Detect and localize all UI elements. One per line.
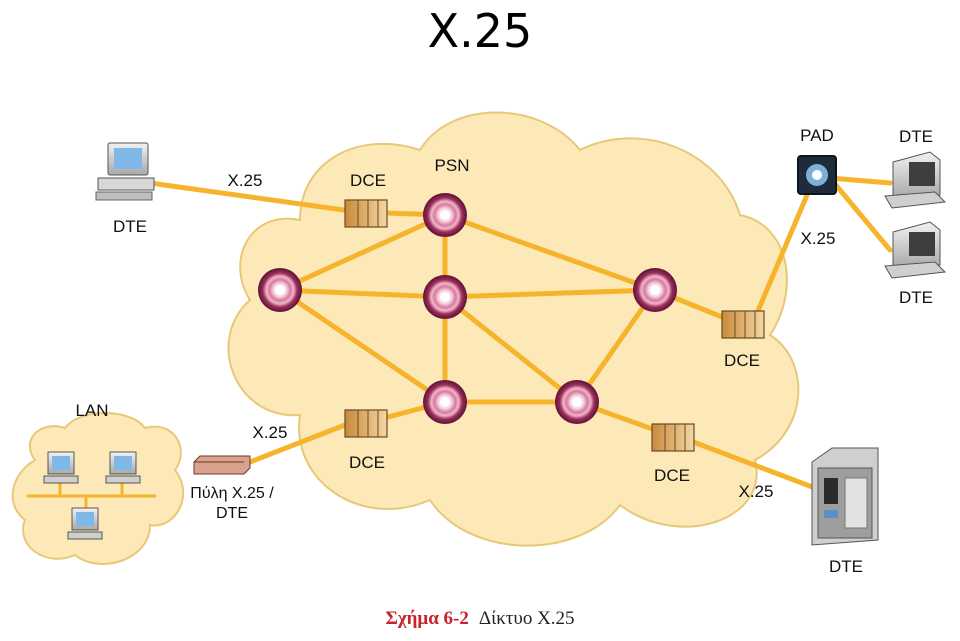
gateway-label: Πύλη X.25 / xyxy=(190,485,274,502)
x25-link-label: X.25 xyxy=(253,423,288,442)
figure-title: Δίκτυο X.25 xyxy=(478,608,575,629)
psn-node-right xyxy=(633,268,677,312)
psn-node-bottom-right xyxy=(555,380,599,424)
pad-device xyxy=(797,155,837,195)
lan-computer-icon xyxy=(105,451,141,484)
dte-label: DTE xyxy=(113,217,147,236)
dte-label: DTE xyxy=(899,127,933,146)
dce-label: DCE xyxy=(724,351,760,370)
dte-mainframe-icon xyxy=(811,447,879,546)
dce-label: DCE xyxy=(654,466,690,485)
x25-link-label: X.25 xyxy=(739,482,774,501)
lan-label: LAN xyxy=(75,401,108,420)
x25-link-label: X.25 xyxy=(228,171,263,190)
lan-computer-icon xyxy=(67,507,103,540)
dce-label: DCE xyxy=(350,171,386,190)
figure-caption: Σχήμα 6-2 Δίκτυο X.25 xyxy=(0,608,960,630)
dte-label: DTE xyxy=(829,557,863,576)
dte-label: DTE xyxy=(899,288,933,307)
dce-box-right xyxy=(721,310,765,339)
dce-box-left xyxy=(344,409,388,438)
psn-node-center xyxy=(423,275,467,319)
dte-terminal-icon xyxy=(884,151,947,209)
dce-box-bottom xyxy=(651,423,695,452)
psn-node-top xyxy=(423,193,467,237)
dte-computer-icon xyxy=(95,142,155,201)
page-title: X.25 xyxy=(427,4,533,58)
dce-box-top xyxy=(344,199,388,228)
figure-number: Σχήμα 6-2 xyxy=(385,608,469,629)
dte-terminal-icon xyxy=(884,221,947,279)
psn-cloud xyxy=(227,111,800,547)
gateway-device xyxy=(193,455,251,475)
psn-node-bottom-left xyxy=(423,380,467,424)
lan-computer-icon xyxy=(43,451,79,484)
pad-label: PAD xyxy=(800,126,834,145)
x25-link-label: X.25 xyxy=(801,229,836,248)
gateway-label: DTE xyxy=(216,505,248,522)
lan-cloud xyxy=(11,412,185,565)
psn-label: PSN xyxy=(435,156,470,175)
dce-label: DCE xyxy=(349,453,385,472)
psn-node-left xyxy=(258,268,302,312)
